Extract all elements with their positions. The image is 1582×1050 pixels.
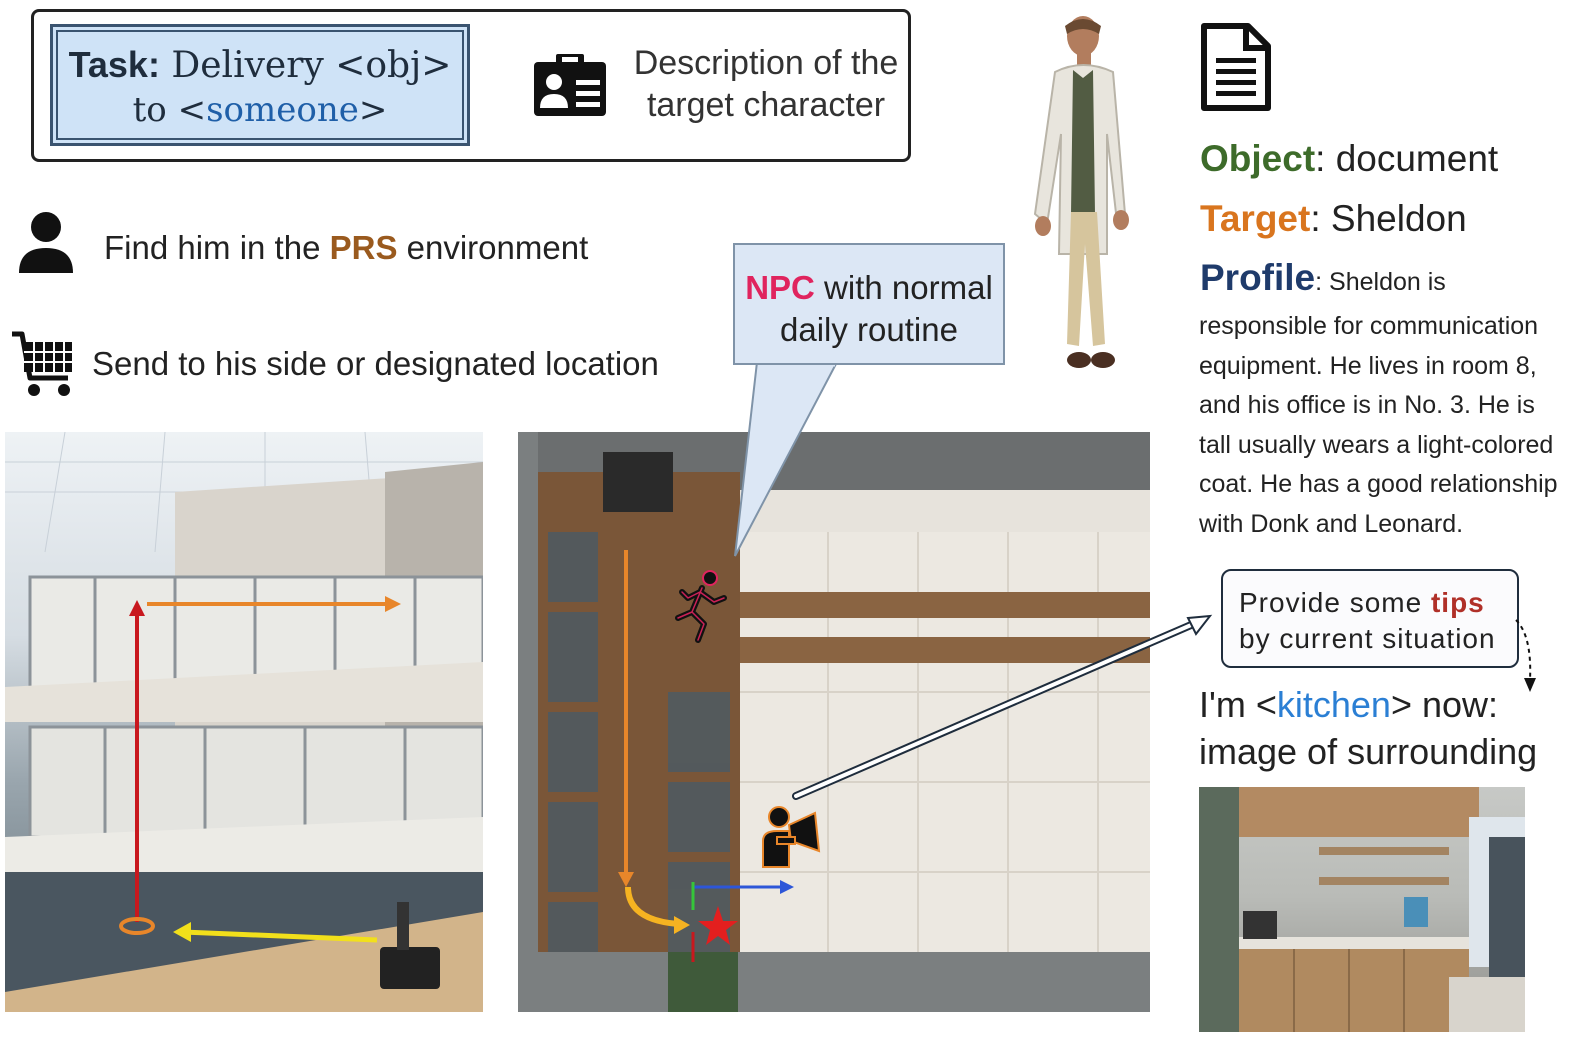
building-3d-scene xyxy=(5,432,483,1012)
target-key: Target xyxy=(1200,198,1311,239)
tips-arrow xyxy=(792,614,1213,800)
task-line-2: to <someone> xyxy=(53,88,467,132)
object-row: Object: document xyxy=(1200,138,1498,180)
npc-callout-pointer xyxy=(734,361,839,557)
description-text: Description of the target character xyxy=(633,44,899,124)
target-row: Target: Sheldon xyxy=(1200,198,1467,240)
kitchen-highlight: kitchen xyxy=(1276,684,1391,725)
task-line-1-text: Delivery <obj> xyxy=(171,45,452,86)
task-frame xyxy=(31,9,911,162)
object-value: : document xyxy=(1315,138,1499,179)
step-find-text: Find him in the PRS environment xyxy=(104,229,588,267)
npc-callout-line-2: daily routine xyxy=(780,311,958,348)
shopping-cart-icon xyxy=(12,331,72,396)
location-line-1: I'm <kitchen> now: xyxy=(1199,684,1498,726)
task-line-1: Task: Delivery <obj> xyxy=(53,43,467,88)
tips-dashed-arrow xyxy=(1515,619,1536,692)
profile-row: Profile: Sheldon is xyxy=(1200,257,1446,299)
npc-runner-icon xyxy=(675,570,727,643)
tips-box: Provide some tips by current situation xyxy=(1221,569,1519,668)
location-line-2: image of surrounding xyxy=(1199,731,1538,772)
task-someone: someone xyxy=(206,90,359,130)
task-line-2-suffix: > xyxy=(358,90,388,130)
npc-callout: NPC with normal daily routine xyxy=(733,243,1005,365)
sheldon-character-figure xyxy=(1033,16,1129,368)
profile-lead: : Sheldon is xyxy=(1315,268,1446,296)
document-icon xyxy=(1201,23,1271,111)
step-send-text: Send to his side or designated location xyxy=(92,345,659,382)
step-find-prefix: Find him in the xyxy=(104,229,330,266)
id-card-icon xyxy=(534,54,606,116)
task-label: Task: xyxy=(68,44,160,85)
kitchen-surrounding-image xyxy=(1199,787,1525,1032)
task-box: Task: Delivery <obj> to <someone> xyxy=(50,24,470,146)
top-down-map-scene xyxy=(518,432,1150,1012)
npc-callout-line-1: NPC with normal xyxy=(735,267,1003,309)
tips-line-2: by current situation xyxy=(1239,623,1496,654)
location-suffix: > now: xyxy=(1390,684,1499,725)
profile-body: responsible for communication equipment.… xyxy=(1199,312,1558,538)
tips-line-1: Provide some tips xyxy=(1239,585,1501,621)
prs-highlight: PRS xyxy=(329,229,398,266)
task-line-2-prefix: to < xyxy=(132,90,207,130)
step-find-suffix: environment xyxy=(397,229,589,266)
person-icon xyxy=(19,212,73,273)
profile-key: Profile xyxy=(1200,257,1316,298)
tips-highlight: tips xyxy=(1430,587,1485,618)
megaphone-person-icon xyxy=(762,806,821,868)
object-key: Object xyxy=(1200,138,1316,179)
tips-line-1-prefix: Provide some xyxy=(1239,587,1431,618)
npc-highlight: NPC xyxy=(745,269,815,306)
target-value: : Sheldon xyxy=(1310,198,1467,239)
npc-callout-line-1-suffix: with normal xyxy=(814,269,993,306)
location-prefix: I'm < xyxy=(1199,684,1277,725)
